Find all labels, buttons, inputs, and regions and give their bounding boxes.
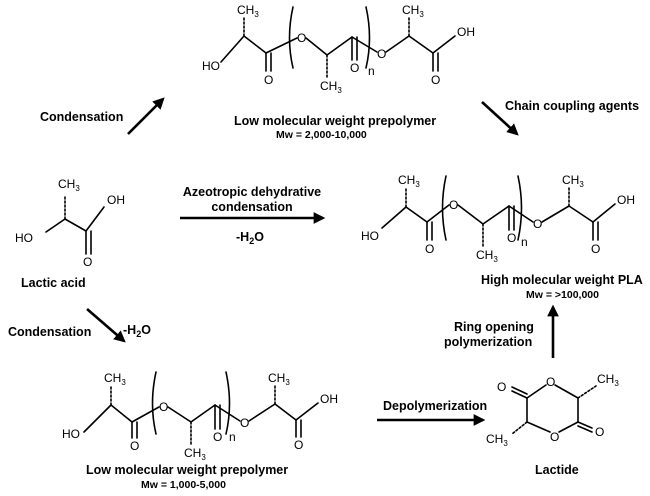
top-ch3-3-text: CH3 xyxy=(402,3,424,19)
bottom-ch3-1-text: CH3 xyxy=(104,371,126,387)
lactide-label: Lactide xyxy=(535,463,579,477)
pla-o-5-text: O xyxy=(591,242,600,256)
top-o-1-text: O xyxy=(264,73,273,87)
bottom-o-4-text: O xyxy=(240,416,249,430)
pla-ch3-3-text: CH3 xyxy=(562,173,584,189)
lactic-acid-structure: CH3 HO OH O xyxy=(15,177,125,269)
top-n-text: n xyxy=(368,64,375,78)
pla-oh-text: OH xyxy=(617,193,635,207)
top-o-3-text: O xyxy=(350,61,359,75)
bottom-prepolymer-mw: Mw = 1,000-5,000 xyxy=(141,479,226,491)
bottom-prepolymer-structure: CH3 HO O O CH3 O n O CH3 O OH xyxy=(62,371,338,462)
bottom-ho-text: HO xyxy=(62,427,80,441)
lactide-ch3-2-text: CH3 xyxy=(486,432,508,448)
bottom-o-3-text: O xyxy=(213,430,222,444)
top-o-4-text: O xyxy=(377,47,386,61)
pla-o-3-text: O xyxy=(507,231,516,245)
lactic-ho-text: HO xyxy=(15,231,33,245)
pla-o-4-text: O xyxy=(533,217,542,231)
bottom-n-text: n xyxy=(229,430,236,444)
condensation-top-label: Condensation xyxy=(40,110,123,124)
pla-ch3-2-text: CH3 xyxy=(476,248,498,264)
arrow-condensation-top xyxy=(127,97,165,135)
top-ch3-2-text: CH3 xyxy=(320,79,342,95)
pla-o-2-text: O xyxy=(449,198,458,212)
top-o-2-text: O xyxy=(297,31,306,45)
lactic-oh-text: OH xyxy=(107,193,125,207)
top-o-5-text: O xyxy=(431,73,440,87)
lactide-o-ring-2-text: O xyxy=(550,430,559,444)
pla-mw: Mw = >100,000 xyxy=(526,289,599,301)
lactide-structure: O O O O CH3 CH3 xyxy=(486,372,619,448)
top-oh-text: OH xyxy=(457,25,475,39)
bottom-o-1-text: O xyxy=(130,439,139,453)
top-prepolymer-structure: CH3 HO O O CH3 O n O CH3 O OH xyxy=(202,3,475,95)
pla-ch3-1-text: CH3 xyxy=(398,173,420,189)
top-ho-text: HO xyxy=(202,59,220,73)
bottom-oh-text: OH xyxy=(320,392,338,406)
lactide-ch3-1-text: CH3 xyxy=(597,372,619,388)
azeotropic-label-line2: condensation xyxy=(211,200,292,214)
arrow-chain-coupling xyxy=(481,101,519,136)
bottom-ch3-3-text: CH3 xyxy=(268,371,290,387)
pla-n-text: n xyxy=(521,235,528,249)
lactic-o-text: O xyxy=(83,255,92,269)
ring-opening-label-line2: polymerization xyxy=(444,335,532,349)
bottom-o-2-text: O xyxy=(159,400,168,414)
lactic-acid-label: Lactic acid xyxy=(21,276,86,290)
azeotropic-label-line1: Azeotropic dehydrative xyxy=(183,185,321,199)
pla-label: High molecular weight PLA xyxy=(481,273,643,287)
water-mid-label: -H2O xyxy=(236,230,264,246)
pla-o-1-text: O xyxy=(425,242,434,256)
pla-structure: CH3 HO O O CH3 O n O CH3 O OH xyxy=(361,173,635,264)
chain-coupling-label: Chain coupling agents xyxy=(505,99,639,113)
lactic-ch3-text: CH3 xyxy=(58,177,80,193)
condensation-bottom-label: Condensation xyxy=(8,325,91,339)
bottom-o-5-text: O xyxy=(294,438,303,452)
water-bottom-label: -H2O xyxy=(123,323,151,339)
top-prepolymer-mw: Mw = 2,000-10,000 xyxy=(276,129,367,141)
bottom-prepolymer-label: Low molecular weight prepolymer xyxy=(86,463,288,477)
lactide-o-carbonyl-1-text: O xyxy=(497,380,506,394)
pla-ho-text: HO xyxy=(361,229,379,243)
lactide-o-carbonyl-2-text: O xyxy=(595,425,604,439)
top-ch3-1-text: CH3 xyxy=(237,3,259,19)
ring-opening-label-line1: Ring opening xyxy=(454,320,534,334)
lactide-o-ring-1-text: O xyxy=(546,375,555,389)
depolymerization-label: Depolymerization xyxy=(383,399,487,413)
top-prepolymer-label: Low molecular weight prepolymer xyxy=(234,114,436,128)
bottom-ch3-2-text: CH3 xyxy=(184,446,206,462)
arrow-condensation-bottom xyxy=(86,308,126,343)
